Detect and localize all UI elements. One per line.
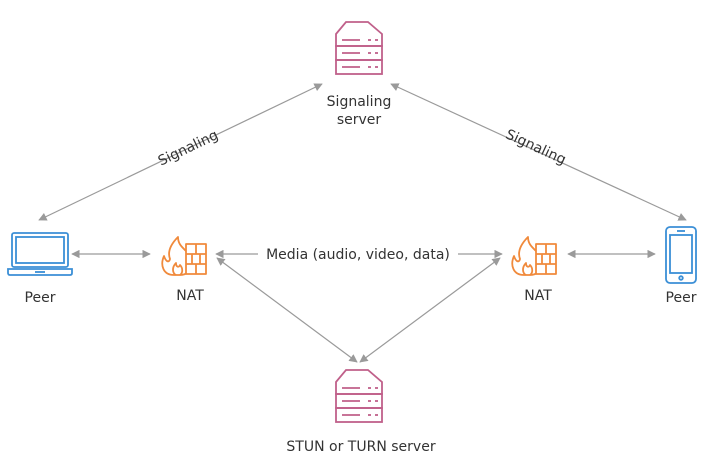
media-label: Media (audio, video, data) <box>266 247 450 263</box>
laptop-icon <box>7 232 73 276</box>
signaling-left-label: Signaling <box>156 127 221 169</box>
firewall-icon <box>161 236 207 276</box>
peer-right-label: Peer <box>665 290 697 306</box>
nat-left-stun-arrow <box>216 257 358 363</box>
nat-right-stun-arrow <box>359 257 501 363</box>
firewall-icon <box>511 236 557 276</box>
signaling-server-label-line1: Signaling <box>326 94 392 110</box>
signaling-server-label-line2: server <box>336 112 382 128</box>
stun-turn-server-label: STUN or TURN server <box>286 439 436 455</box>
signaling-server-label: Signaling server <box>309 93 409 129</box>
smartphone-icon <box>665 226 697 284</box>
signaling-right-arrow <box>390 83 687 221</box>
server-icon <box>335 21 383 75</box>
connector-lines <box>38 83 687 363</box>
nat-left-label: NAT <box>176 288 204 304</box>
signaling-left-arrow <box>38 83 323 221</box>
nat-right-label: NAT <box>524 288 552 304</box>
peer-left-label: Peer <box>24 290 56 306</box>
signaling-right-label: Signaling <box>503 127 568 169</box>
server-icon <box>335 369 383 423</box>
